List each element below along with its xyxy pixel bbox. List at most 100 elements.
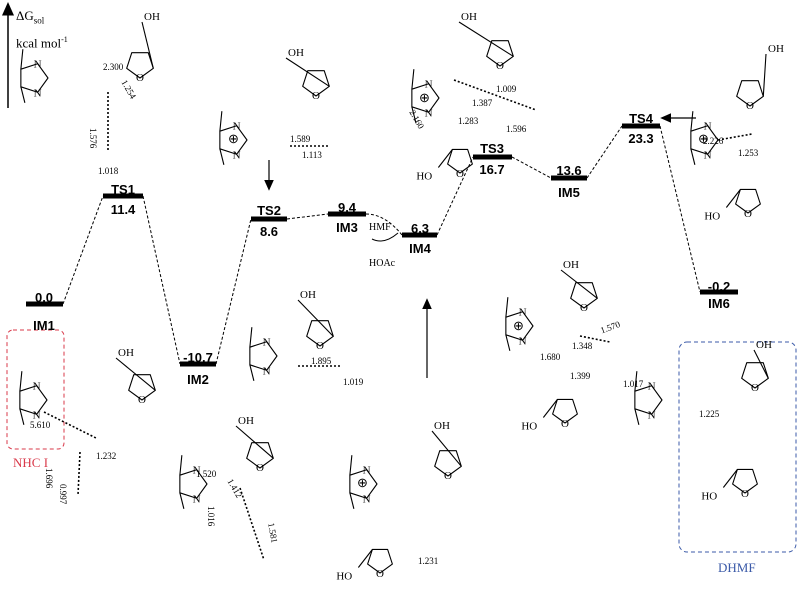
level-energy-im1: 0.0: [34, 290, 54, 305]
ethyl-bond-im6: [634, 371, 638, 392]
bond-distance-im5-2: 1.680: [540, 352, 561, 362]
level-energy-ts1: 11.4: [110, 202, 136, 217]
furan-ring-2-im6: [732, 468, 758, 494]
bond-distance-im5-4: 1.017: [623, 379, 644, 389]
bond-distance-im6-0: 1.225: [699, 409, 720, 419]
ethyl-bond-im5: [505, 297, 509, 318]
nhc-box: [6, 329, 65, 450]
ethyl-bond-ts4: [690, 111, 694, 132]
connector-im5-ts4: [586, 125, 623, 179]
positive-charge-4: ⊕: [513, 318, 524, 333]
methyl-bond-im6: [634, 408, 640, 425]
hydroxyl-label-2-im6: HO: [701, 490, 717, 502]
furan-oxygen-im1: O: [138, 394, 146, 406]
level-id-ts1: TS1: [111, 182, 135, 197]
level-id-ts4: TS4: [629, 111, 653, 126]
level-id-im6: IM6: [708, 296, 730, 311]
methyl-bond-ts1: [20, 86, 26, 103]
nitrogen-bottom-im3: N: [263, 365, 271, 377]
imidazole-ring-im5: [505, 311, 534, 341]
imidazole-ring-ts2: [219, 125, 248, 155]
bond-distance-im3-0: 1.895: [311, 356, 332, 366]
hydroxyl-label-ts2: OH: [288, 47, 304, 59]
methyl-bond-im5: [505, 334, 511, 351]
nitrogen-bottom-ts4: N: [704, 149, 712, 161]
imidazole-ring-im4: [349, 469, 378, 499]
hydroxymethyl-bond-2-ts4: [725, 189, 741, 208]
hydroxymethyl-bond-im2: [235, 425, 274, 459]
imidazole-ring-ts4: [690, 125, 719, 155]
methyl-bond-ts3: [411, 106, 417, 123]
h-bond-im1b: [77, 451, 81, 496]
hydroxymethyl-bond-2-im5: [542, 399, 558, 418]
bond-distance-im4-0: 1.231: [418, 556, 439, 566]
nitrogen-top-im6: N: [648, 381, 656, 393]
furan-oxygen-2-im5: O: [561, 418, 569, 430]
furan-oxygen-im3: O: [316, 340, 324, 352]
connector-ts4-im6: [659, 125, 701, 293]
furan-oxygen-2-im4: O: [376, 568, 384, 580]
connector-im2-ts2: [215, 218, 252, 365]
hydroxyl-label-2-ts3: HO: [416, 170, 432, 182]
furan-ring-ts4: [736, 80, 764, 107]
reaction-path: [62, 125, 701, 365]
level-energy-ts2: 8.6: [259, 224, 279, 239]
furan-ring-ts3: [486, 40, 514, 67]
furan-oxygen-ts2: O: [312, 90, 320, 102]
axis-title: ΔGsol: [16, 8, 44, 26]
dhmf-caption: DHMF: [718, 560, 756, 575]
nitrogen-top-im4: N: [363, 465, 371, 477]
bond-distance-ts2-1: 1.113: [302, 150, 322, 160]
hydroxyl-label-ts4: OH: [768, 43, 784, 55]
hydroxyl-label-ts3: OH: [461, 11, 477, 23]
level-energy-im5: 13.6: [556, 163, 582, 178]
ethyl-bond-ts1: [20, 49, 24, 70]
connector-ts3-im5: [511, 156, 552, 179]
h-bond-im2: [239, 487, 265, 561]
methyl-bond-im2: [179, 492, 185, 509]
hydroxyl-label-im6: OH: [756, 339, 772, 351]
level-id-im4: IM4: [409, 241, 431, 256]
imidazole-ring-im3: [249, 341, 278, 371]
hydroxymethyl-bond-ts3: [458, 21, 514, 57]
connector-ts1-im2: [142, 195, 181, 365]
hydroxymethyl-bond-im6: [753, 349, 769, 379]
bond-distance-im1-2: 1.696: [44, 468, 54, 489]
level-id-im5: IM5: [558, 185, 580, 200]
level-id-im1: IM1: [33, 318, 55, 333]
positive-charge-3: ⊕: [357, 475, 368, 490]
furan-ring-ts1: [126, 52, 154, 79]
furan-ring-im6: [741, 362, 769, 389]
bond-distance-ts4-1: 1.253: [738, 148, 759, 158]
hydroxyl-label-2-im5: HO: [521, 420, 537, 432]
hydroxyl-label-im2: OH: [238, 415, 254, 427]
bond-distance-ts3-1: 1.387: [472, 98, 493, 108]
bond-distance-ts1-0: 2.300: [103, 62, 124, 72]
bond-distance-im1-1: 1.232: [96, 451, 117, 461]
bond-distance-im3-1: 1.019: [343, 377, 364, 387]
dhmf-box: [678, 341, 797, 553]
furan-ring-2-ts3: [447, 148, 473, 174]
nitrogen-bottom-im4: N: [363, 493, 371, 505]
methyl-bond-im1: [19, 408, 25, 425]
nhc-caption: NHC I: [13, 455, 49, 470]
imidazole-ring-ts3: [411, 83, 440, 113]
furan-oxygen-ts3: O: [496, 60, 504, 72]
level-energy-im6: -0.2: [707, 279, 731, 294]
level-id-im3: IM3: [336, 220, 358, 235]
ethyl-bond-im3: [249, 327, 253, 348]
hmf-label: HMF: [369, 222, 391, 233]
hydroxymethyl-bond-im4: [431, 430, 462, 467]
axis-unit-text: kcal mol: [16, 35, 62, 51]
hydroxyl-label-im5: OH: [563, 259, 579, 271]
nitrogen-bottom-im1: N: [33, 409, 41, 421]
ethyl-bond-im4: [349, 455, 353, 476]
nitrogen-bottom-ts3: N: [425, 107, 433, 119]
h-bond-ts3: [453, 79, 537, 111]
furan-oxygen-2-im6: O: [741, 488, 749, 500]
bond-distance-im1-3: 0.997: [58, 484, 68, 505]
hydroxyl-label-im1: OH: [118, 347, 134, 359]
ethyl-bond-ts2: [219, 111, 223, 132]
nitrogen-top-im5: N: [519, 307, 527, 319]
